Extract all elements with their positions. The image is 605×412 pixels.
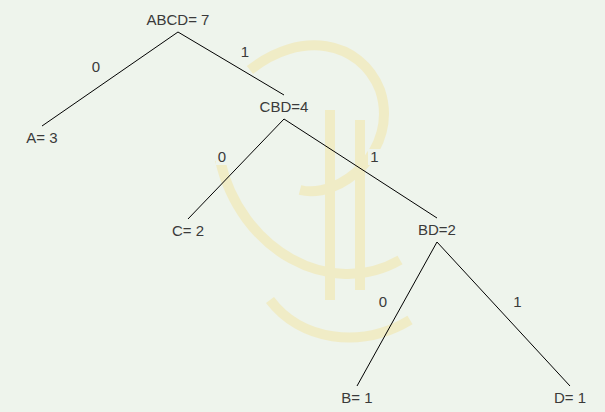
tree-branch <box>178 32 284 95</box>
edge-label: 0 <box>216 149 228 165</box>
tree-node: C= 2 <box>168 220 208 242</box>
node-label: B= 1 <box>341 389 372 406</box>
tree-node: B= 1 <box>337 387 376 409</box>
tree-branch <box>284 119 437 218</box>
edge-label: 0 <box>377 294 389 310</box>
edge-label: 1 <box>239 44 251 60</box>
node-label: ABCD= 7 <box>147 11 210 28</box>
edge-label: 1 <box>368 149 380 165</box>
tree-branch <box>188 119 284 219</box>
tree-branch <box>437 242 570 386</box>
tree-node: A= 3 <box>22 127 61 149</box>
node-label: BD=2 <box>418 221 456 238</box>
tree-node: CBD=4 <box>256 96 313 118</box>
edge-label: 1 <box>511 294 523 310</box>
tree-node: ABCD= 7 <box>143 9 214 31</box>
edge-label: 0 <box>90 59 102 75</box>
node-label: C= 2 <box>172 222 204 239</box>
node-label: CBD=4 <box>260 98 309 115</box>
tree-branch <box>357 242 437 386</box>
tree-node: BD=2 <box>414 219 460 241</box>
node-label: A= 3 <box>26 129 57 146</box>
node-label: D= 1 <box>554 389 586 406</box>
tree-branch <box>42 32 178 126</box>
tree-node: D= 1 <box>550 387 590 409</box>
